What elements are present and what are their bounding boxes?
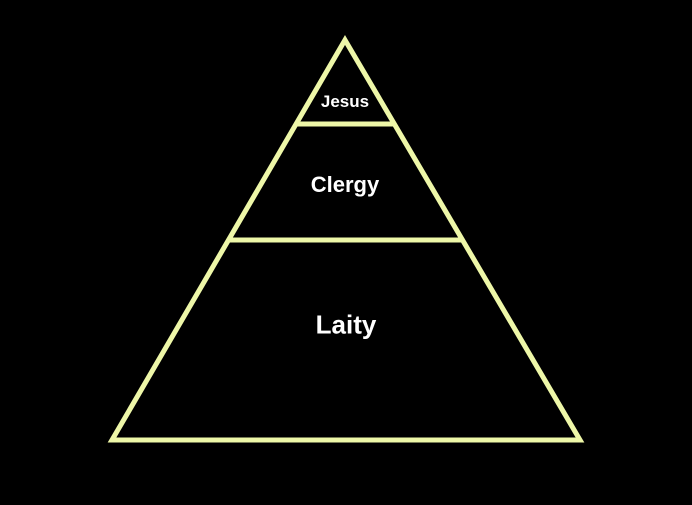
level-label-jesus: Jesus: [320, 92, 370, 111]
pyramid-outline: [107, 35, 585, 443]
level-label-clergy: Clergy: [310, 172, 380, 197]
level-label-laity: Laity: [315, 309, 377, 340]
